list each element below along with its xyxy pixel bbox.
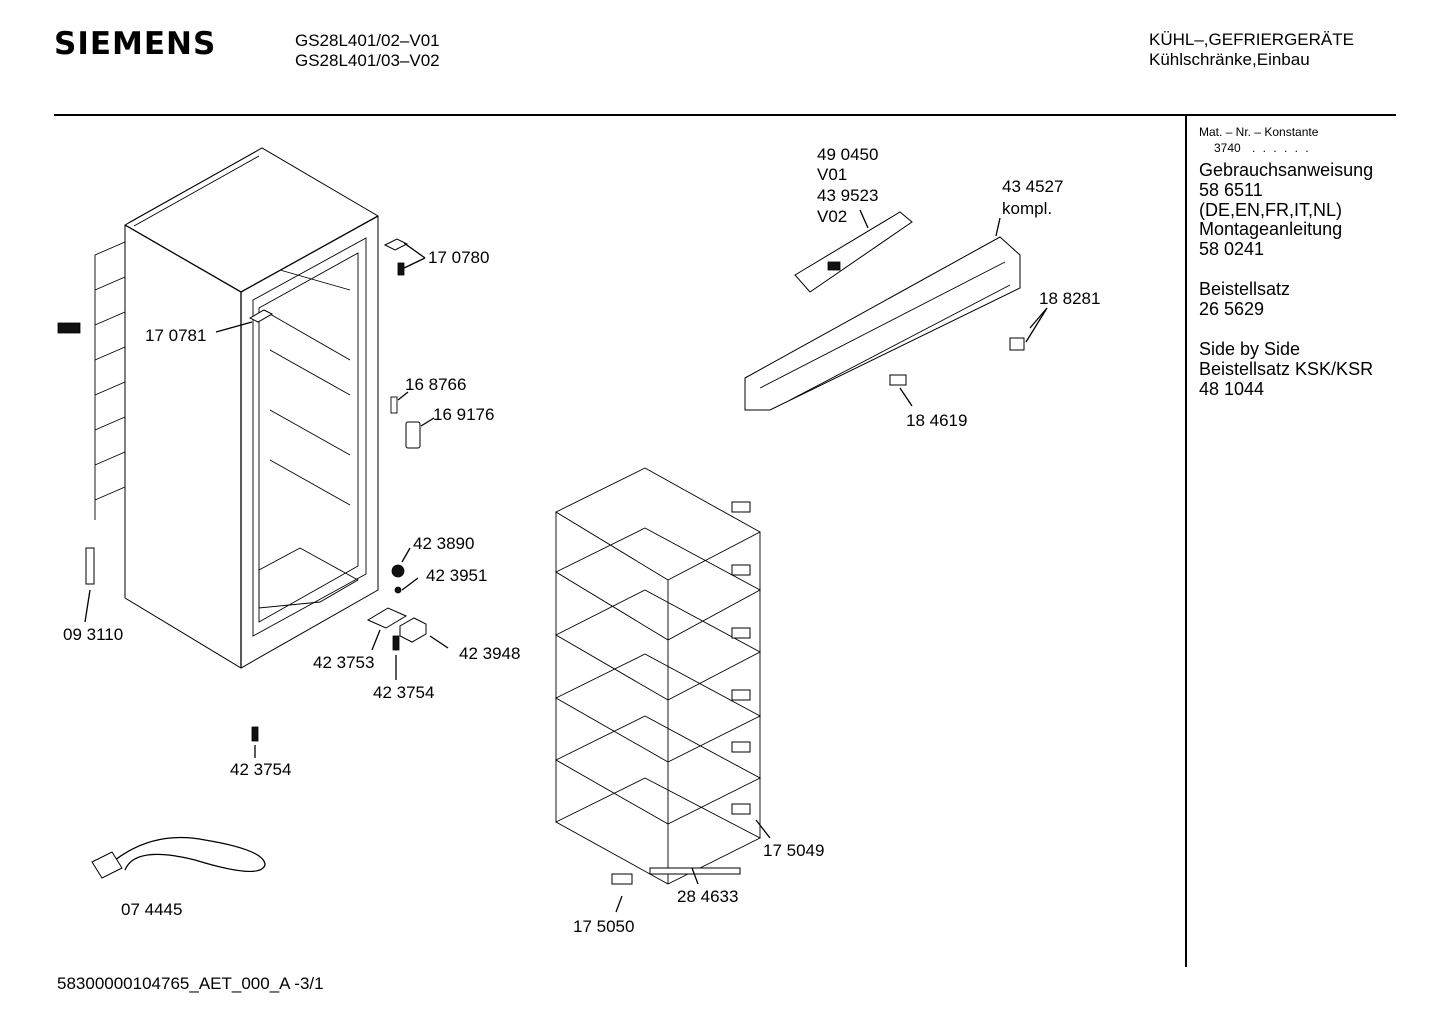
side-line-manual: Gebrauchsanweisung xyxy=(1199,160,1374,180)
part-label-423753: 42 3753 xyxy=(313,653,375,672)
cabinet-drawing xyxy=(57,147,379,669)
side-panel-divider xyxy=(1185,116,1187,967)
part-label-169176: 16 9176 xyxy=(433,405,495,424)
document-id: 58300000104765_AET_000_A -3/1 xyxy=(57,974,324,993)
part-label-175050: 17 5050 xyxy=(573,917,635,936)
side-line-sbs-kit: Beistellsatz KSK/KSR xyxy=(1199,359,1374,379)
part-label-284633: 28 4633 xyxy=(677,887,739,906)
mat-nr-value: 3740 xyxy=(1214,141,1241,155)
kompl-label: kompl. xyxy=(1002,199,1053,218)
model-number-2: GS28L401/03–V02 xyxy=(295,51,440,70)
control-panel-drawing xyxy=(744,211,1025,411)
part-label-093110: 09 3110 xyxy=(63,625,124,644)
shelf-evaporator-drawing xyxy=(555,467,761,885)
siemens-logo: SIEMENS xyxy=(54,26,217,62)
part-label-423948: 42 3948 xyxy=(459,644,521,663)
mat-nr-dots: . . . . . . xyxy=(1252,141,1311,155)
part-label-434527: 43 4527 xyxy=(1002,177,1064,196)
header-rule xyxy=(54,114,1396,116)
part-label-175049: 17 5049 xyxy=(763,841,825,860)
part-label-184619: 18 4619 xyxy=(906,411,968,430)
leader-lines xyxy=(84,209,1048,913)
part-label-188281: 18 8281 xyxy=(1039,289,1101,308)
part-label-490450: 49 0450 xyxy=(817,145,879,164)
side-line-install-no: 58 0241 xyxy=(1199,239,1265,259)
small-parts xyxy=(85,238,427,879)
part-label-423951: 42 3951 xyxy=(426,566,488,585)
side-line-kit: Beistellsatz xyxy=(1199,279,1291,299)
part-label-170781: 17 0781 xyxy=(145,326,207,345)
category-subtitle: Kühlschränke,Einbau xyxy=(1149,50,1310,69)
side-line-sbs: Side by Side xyxy=(1199,339,1301,359)
category-title: KÜHL–,GEFRIERGERÄTE xyxy=(1149,30,1354,49)
part-label-168766: 16 8766 xyxy=(405,375,467,394)
part-label-170780: 17 0780 xyxy=(428,248,490,267)
part-label-423754-a: 42 3754 xyxy=(373,683,435,702)
part-label-439523: 43 9523 xyxy=(817,186,879,205)
part-label-423890: 42 3890 xyxy=(413,534,475,553)
mat-nr-label: Mat. – Nr. – Konstante xyxy=(1199,125,1319,139)
part-label-074445: 07 4445 xyxy=(121,900,183,919)
side-line-sbs-kit-no: 48 1044 xyxy=(1199,379,1265,399)
side-line-kit-no: 26 5629 xyxy=(1199,299,1265,319)
part-label-423754-b: 42 3754 xyxy=(230,760,292,779)
side-line-manual-no: 58 6511 xyxy=(1199,180,1263,200)
side-line-languages: (DE,EN,FR,IT,NL) xyxy=(1199,200,1343,220)
side-line-install: Montageanleitung xyxy=(1199,219,1343,239)
variant-label-v02: V02 xyxy=(817,207,848,226)
variant-label-v01: V01 xyxy=(817,165,848,184)
model-number-1: GS28L401/02–V01 xyxy=(295,31,440,50)
